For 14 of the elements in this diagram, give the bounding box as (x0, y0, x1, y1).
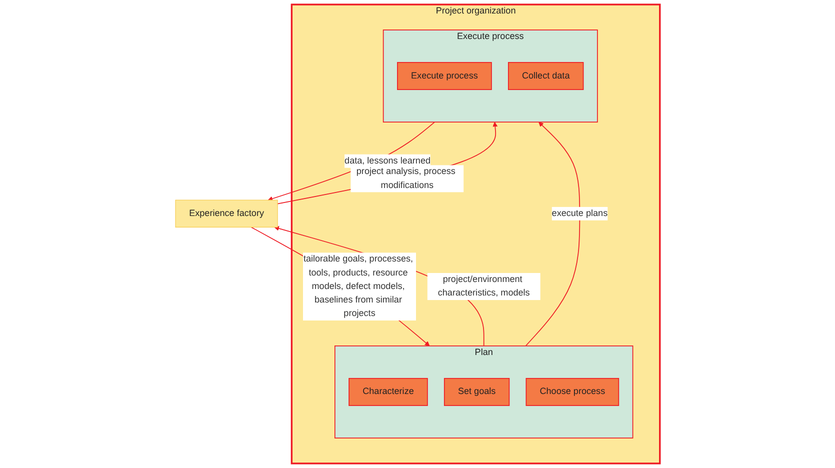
edge-label: data, lessons learned (344, 156, 430, 166)
edge-label: project analysis, process modifications (356, 166, 456, 190)
edge-label: tailorable goals, processes, tools, products, resource models, defect models, baselines from similar projects (303, 254, 413, 318)
node-box: Characterize (348, 378, 428, 406)
arrow (276, 122, 498, 204)
arrow (268, 122, 435, 202)
arrow (525, 122, 580, 346)
node-box: Choose process (526, 378, 619, 406)
edge-label: project/environment characteristics, models (438, 274, 530, 298)
edge-label: execute plans (552, 208, 608, 218)
node-box: Experience factory (175, 200, 278, 228)
node-box: Collect data (508, 62, 584, 90)
node-box: Execute process (396, 62, 492, 90)
node-box: Set goals (444, 378, 510, 406)
